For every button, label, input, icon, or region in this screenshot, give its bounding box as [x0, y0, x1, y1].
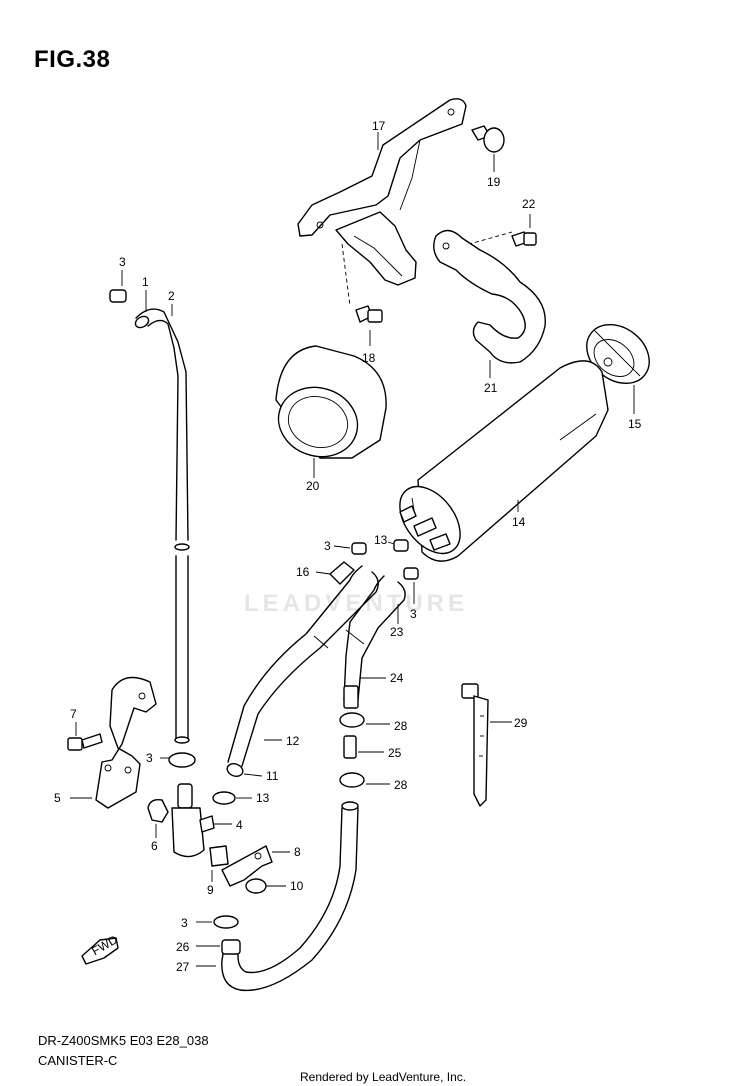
clip-13-lower[interactable]	[212, 791, 252, 805]
callout-5: 5	[54, 791, 61, 805]
grommet-19[interactable]	[471, 125, 505, 172]
fwd-arrow-icon: FWD	[81, 932, 120, 965]
canister-port	[399, 505, 451, 551]
hose-2[interactable]	[133, 308, 190, 744]
callout-8: 8	[294, 845, 301, 859]
clip-28-bottom[interactable]	[339, 772, 390, 788]
callout-3: 3	[119, 255, 126, 269]
model-code: DR-Z400SMK5 E03 E28_038	[38, 1033, 209, 1048]
bracket-5[interactable]	[70, 676, 157, 809]
callout-26: 26	[176, 940, 190, 954]
callout-3e: 3	[181, 916, 188, 930]
callout-10: 10	[290, 879, 304, 893]
watermark: LEADVENTURE	[244, 590, 469, 617]
callout-9: 9	[207, 883, 214, 897]
plug-16[interactable]	[315, 561, 355, 585]
callout-12: 12	[286, 734, 300, 748]
callout-17: 17	[372, 119, 386, 133]
callout-3b: 3	[324, 539, 331, 553]
clip-3-top[interactable]	[109, 270, 127, 303]
cushion-20[interactable]	[269, 345, 387, 478]
callout-labels: 3 1 2 17 19 22 18 21 15 20 14 3 13 16 3 …	[54, 119, 642, 974]
clip-3-lower[interactable]	[196, 915, 239, 929]
leader-17-18	[341, 243, 351, 307]
clip-13-canister[interactable]	[387, 539, 409, 552]
hose-end-26[interactable]	[196, 939, 241, 955]
clamp-21[interactable]	[433, 229, 546, 378]
valve-4[interactable]	[171, 783, 232, 858]
callout-13: 13	[374, 533, 388, 547]
callout-25: 25	[388, 746, 402, 760]
callout-3c: 3	[410, 607, 417, 621]
bolt-22[interactable]	[511, 214, 537, 247]
hose-27[interactable]	[196, 801, 359, 992]
callout-1: 1	[142, 275, 149, 289]
callout-13b: 13	[256, 791, 270, 805]
hose-24[interactable]	[343, 677, 386, 709]
clip-28-top[interactable]	[339, 712, 390, 728]
hose-12[interactable]	[225, 565, 379, 778]
callout-29: 29	[514, 716, 528, 730]
callout-23: 23	[390, 625, 404, 639]
cable-tie-29[interactable]	[461, 683, 512, 807]
section-name: CANISTER-C	[38, 1053, 118, 1068]
credit-line: Rendered by LeadVenture, Inc.	[300, 1070, 467, 1084]
callout-21: 21	[484, 381, 498, 395]
callout-2: 2	[168, 289, 175, 303]
callout-3d: 3	[146, 751, 153, 765]
bracket-17[interactable]	[297, 98, 467, 286]
callout-20: 20	[306, 479, 320, 493]
clip-9[interactable]	[209, 845, 229, 882]
callout-19: 19	[487, 175, 501, 189]
callout-28a: 28	[394, 719, 408, 733]
callout-22: 22	[522, 197, 536, 211]
callout-27: 27	[176, 960, 190, 974]
joint-25[interactable]	[343, 735, 384, 759]
clip-3-canister[interactable]	[333, 542, 367, 555]
clip-3-right[interactable]	[403, 567, 419, 604]
callout-18: 18	[362, 351, 376, 365]
clip-3-hose[interactable]	[160, 752, 196, 768]
clip-6[interactable]	[147, 798, 169, 838]
callout-15: 15	[628, 417, 642, 431]
bracket-8[interactable]	[221, 845, 290, 887]
bolt-18[interactable]	[355, 305, 383, 346]
hose-23[interactable]	[343, 575, 406, 701]
callout-28b: 28	[394, 778, 408, 792]
callout-16: 16	[296, 565, 310, 579]
callout-6: 6	[151, 839, 158, 853]
figure-title: FIG.38	[34, 46, 111, 73]
callout-4: 4	[236, 818, 243, 832]
canister-14[interactable]	[388, 360, 609, 565]
callout-14: 14	[512, 515, 526, 529]
bolt-7[interactable]	[67, 722, 103, 751]
callout-11: 11	[266, 769, 279, 783]
callout-24: 24	[390, 671, 404, 685]
bolt-10[interactable]	[245, 878, 286, 894]
callout-7: 7	[70, 707, 77, 721]
